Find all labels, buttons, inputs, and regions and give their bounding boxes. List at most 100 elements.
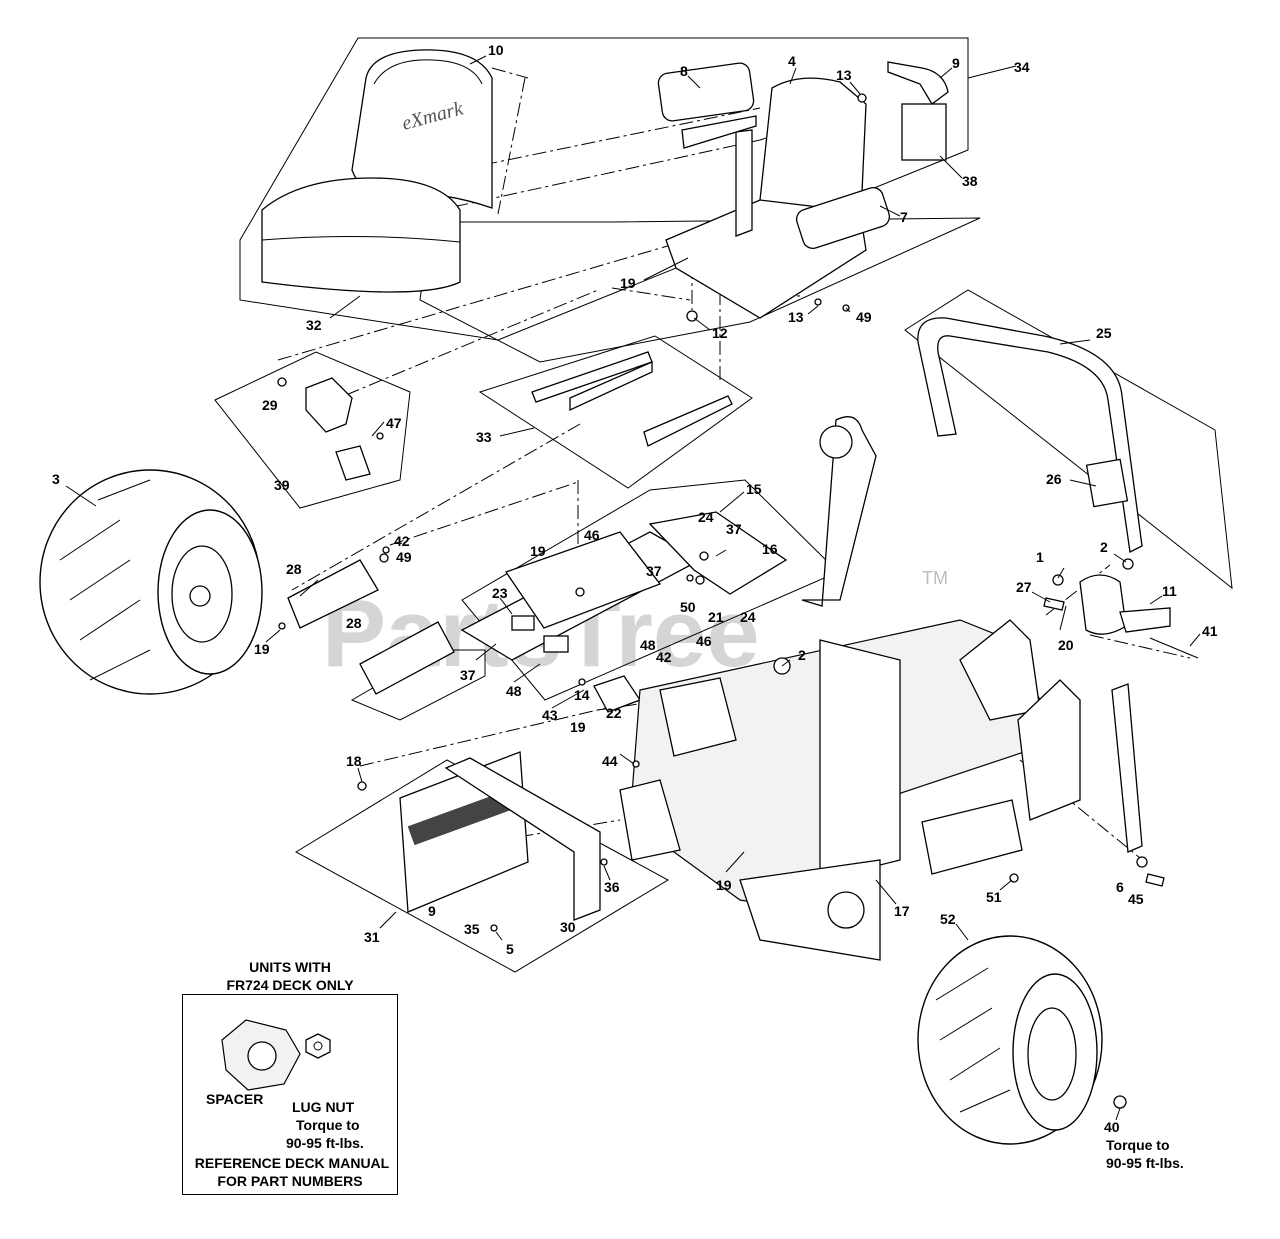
callout-24: 24 <box>740 609 756 625</box>
callout-43: 43 <box>542 707 558 723</box>
callout-4: 4 <box>788 53 796 69</box>
callout-47: 47 <box>386 415 402 431</box>
callout-27: 27 <box>1016 579 1032 595</box>
callout-48: 48 <box>640 637 656 653</box>
seat-pan <box>657 62 891 319</box>
callout-19: 19 <box>620 275 636 291</box>
callout-13: 13 <box>836 67 852 83</box>
rollover-bar <box>917 317 1143 853</box>
inset-frame <box>182 994 398 1195</box>
tank-cover: eXmark <box>357 751 608 932</box>
callout-52: 52 <box>940 911 956 927</box>
callout-42: 42 <box>394 533 410 549</box>
callout-18: 18 <box>346 753 362 769</box>
callout-42: 42 <box>656 649 672 665</box>
callout-11: 11 <box>1162 583 1177 599</box>
callout-28: 28 <box>346 615 362 631</box>
callout-37: 37 <box>460 667 476 683</box>
seat-cushion: eXmark <box>261 49 493 293</box>
callout-41: 41 <box>1202 623 1218 639</box>
callout-36: 36 <box>604 879 620 895</box>
callout-46: 46 <box>584 527 600 543</box>
callout-2: 2 <box>1100 539 1108 555</box>
inset-torque-line2: 90-95 ft-lbs. <box>286 1135 364 1151</box>
callout-3: 3 <box>52 471 60 487</box>
callout-19: 19 <box>570 719 586 735</box>
callout-17: 17 <box>894 903 910 919</box>
callout-29: 29 <box>262 397 278 413</box>
inset-title-line2: FR724 DECK ONLY <box>226 977 354 993</box>
notes: UNITS WITH FR724 DECK ONLY SPACER LUG NU… <box>195 959 1184 1189</box>
callout-49: 49 <box>856 309 872 325</box>
reference-line1: REFERENCE DECK MANUAL <box>195 1155 390 1171</box>
inset-spacer <box>221 1019 331 1091</box>
callout-9: 9 <box>952 55 960 71</box>
platform-group-outline <box>461 479 839 701</box>
callout-19: 19 <box>530 543 546 559</box>
right-rear-tire <box>917 935 1127 1145</box>
callout-33: 33 <box>476 429 492 445</box>
callout-37: 37 <box>726 521 742 537</box>
callout-39: 39 <box>274 477 290 493</box>
wheel-torque-line1: Torque to <box>1106 1137 1170 1153</box>
callout-19: 19 <box>716 877 732 893</box>
inset-title-line1: UNITS WITH <box>249 959 331 975</box>
wheel-torque-line2: 90-95 ft-lbs. <box>1106 1155 1184 1171</box>
callout-40: 40 <box>1104 1119 1120 1135</box>
main-frame <box>619 416 1165 961</box>
reference-line2: FOR PART NUMBERS <box>217 1173 362 1189</box>
leader-lines <box>65 55 1201 1121</box>
seat-switch-parts <box>277 377 384 481</box>
callout-44: 44 <box>602 753 618 769</box>
seat-hardware <box>686 61 949 322</box>
seat-slide-rails <box>531 351 733 447</box>
callout-2: 2 <box>798 647 806 663</box>
spacer-label: SPACER <box>206 1091 263 1107</box>
switch-group-outline <box>214 351 411 509</box>
callout-38: 38 <box>962 173 978 189</box>
watermark-trademark: TM <box>922 568 948 588</box>
callout-46: 46 <box>696 633 712 649</box>
lug-nut-label: LUG NUT <box>292 1099 355 1115</box>
callout-20: 20 <box>1058 637 1074 653</box>
callout-8: 8 <box>680 63 688 79</box>
callout-30: 30 <box>560 919 576 935</box>
callout-13: 13 <box>788 309 804 325</box>
callouts: 10 8 4 13 9 34 38 7 19 12 13 49 32 25 29… <box>52 42 1218 1135</box>
callout-23: 23 <box>492 585 508 601</box>
callout-49: 49 <box>396 549 412 565</box>
callout-7: 7 <box>900 209 908 225</box>
callout-37: 37 <box>646 563 662 579</box>
callout-12: 12 <box>712 325 728 341</box>
callout-31: 31 <box>364 929 380 945</box>
callout-24: 24 <box>698 509 714 525</box>
group-outlines <box>214 37 1233 973</box>
callout-28: 28 <box>286 561 302 577</box>
callout-34: 34 <box>1014 59 1030 75</box>
callout-25: 25 <box>1096 325 1112 341</box>
callout-5: 5 <box>506 941 514 957</box>
callout-14: 14 <box>574 687 590 703</box>
callout-10: 10 <box>488 42 504 58</box>
rollbar-pivot <box>1043 558 1199 659</box>
callout-6: 6 <box>1116 879 1124 895</box>
callout-32: 32 <box>306 317 322 333</box>
callout-9: 9 <box>428 903 436 919</box>
callout-50: 50 <box>680 599 696 615</box>
left-rear-tire <box>39 469 263 695</box>
callout-1: 1 <box>1036 549 1044 565</box>
callout-21: 21 <box>708 609 724 625</box>
callout-51: 51 <box>986 889 1002 905</box>
tank-cover-outline <box>295 759 670 973</box>
callout-19: 19 <box>254 641 270 657</box>
callout-15: 15 <box>746 481 762 497</box>
callout-26: 26 <box>1046 471 1062 487</box>
callout-22: 22 <box>606 705 622 721</box>
inset-torque-line1: Torque to <box>296 1117 360 1133</box>
callout-45: 45 <box>1128 891 1144 907</box>
callout-16: 16 <box>762 541 778 557</box>
callout-35: 35 <box>464 921 480 937</box>
seat-suspension-outline <box>419 217 981 363</box>
callout-48: 48 <box>506 683 522 699</box>
